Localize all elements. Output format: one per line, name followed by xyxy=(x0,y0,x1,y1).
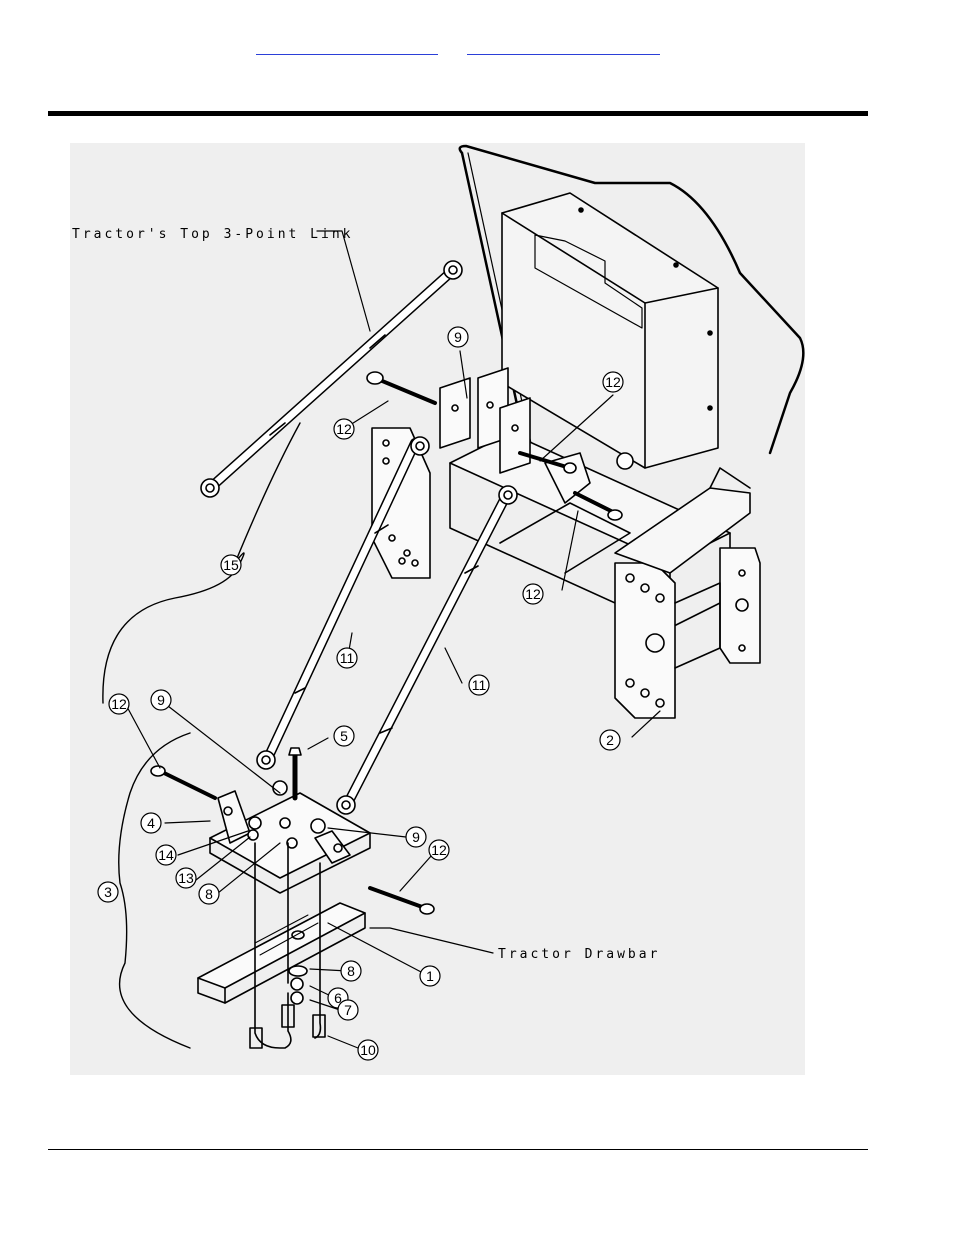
control-box xyxy=(502,193,718,468)
callout-15-text: 15 xyxy=(223,557,239,573)
drawbar-label: Tractor Drawbar xyxy=(498,947,660,962)
bracket-15 xyxy=(103,423,300,703)
callout-14-text: 14 xyxy=(158,847,174,863)
callout-10-text: 10 xyxy=(360,1042,376,1058)
callout-8a-text: 8 xyxy=(205,886,213,902)
callout-11b-text: 11 xyxy=(472,677,487,693)
callout-12b-text: 12 xyxy=(605,374,621,390)
header-rule xyxy=(48,111,868,116)
callout-5-text: 5 xyxy=(340,728,348,744)
callout-12c-text: 12 xyxy=(525,586,541,602)
parts-diagram: 9 12 12 15 12 11 11 2 12 9 5 4 9 14 13 8… xyxy=(70,143,805,1075)
footer-rule xyxy=(48,1149,868,1150)
top-link-label: Tractor's Top 3-Point Link xyxy=(72,227,354,242)
callout-9b-text: 9 xyxy=(157,692,165,708)
callout-12a-text: 12 xyxy=(336,421,352,437)
callout-13-text: 13 xyxy=(178,870,194,886)
right-mount-plates xyxy=(615,548,760,718)
callout-12d-text: 12 xyxy=(111,696,127,712)
callout-11a-text: 11 xyxy=(340,650,355,666)
callout-9c-text: 9 xyxy=(412,829,420,845)
callout-6-text: 6 xyxy=(334,990,342,1006)
callout-9a-text: 9 xyxy=(454,329,462,345)
callout-8b-text: 8 xyxy=(347,963,355,979)
callout-3-text: 3 xyxy=(104,884,112,900)
callout-7-text: 7 xyxy=(344,1002,352,1018)
callout-2-text: 2 xyxy=(606,732,614,748)
callout-4-text: 4 xyxy=(147,815,155,831)
callout-1-text: 1 xyxy=(426,968,434,984)
header-link-1[interactable] xyxy=(256,38,438,55)
header-link-2[interactable] xyxy=(467,38,660,55)
callout-12e-text: 12 xyxy=(431,842,447,858)
